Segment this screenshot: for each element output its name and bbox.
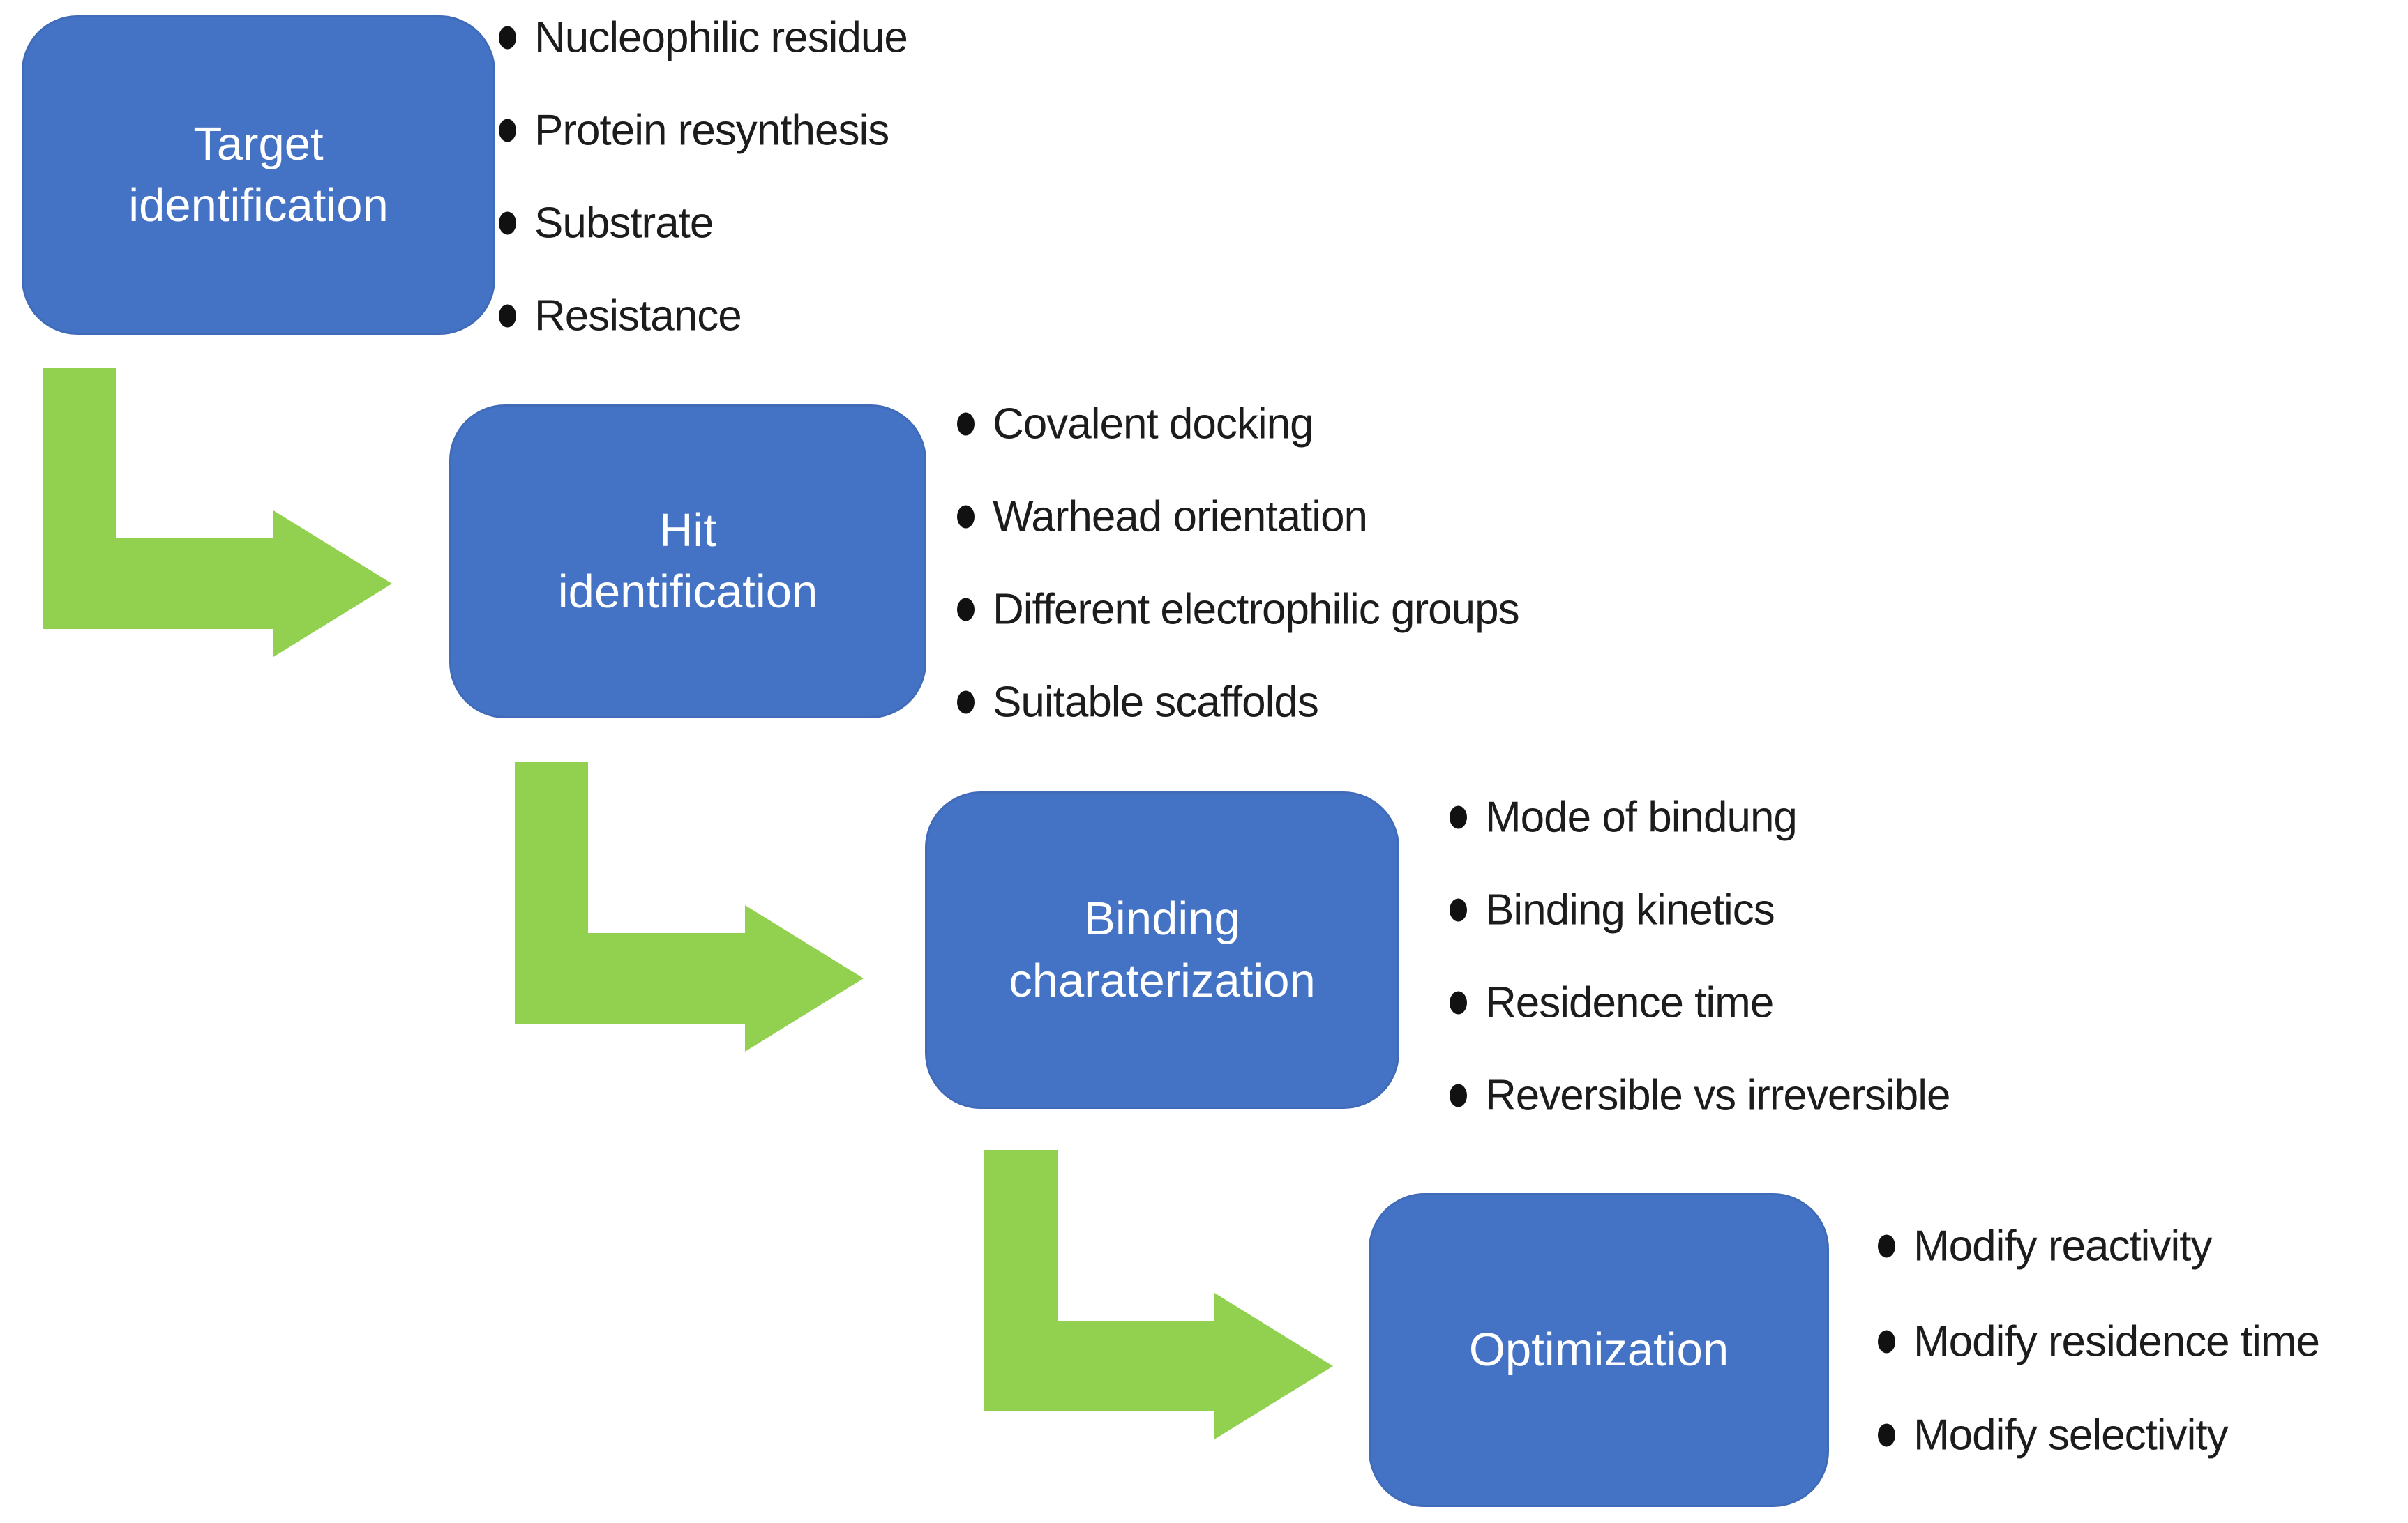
bullet-dot-icon: [1878, 1330, 1895, 1354]
bullet-dot-icon: [957, 412, 975, 436]
bullet-text: Nucleophilic residue: [534, 13, 908, 62]
bullet-dot-icon: [1878, 1234, 1895, 1258]
bullet-item: Substrate: [499, 199, 714, 248]
bullet-text: Modify residence time: [1913, 1317, 2320, 1366]
bullet-text: Modify selectivity: [1913, 1411, 2229, 1460]
step-box-hit-identification: Hit identification: [449, 404, 926, 718]
bullet-dot-icon: [499, 26, 516, 50]
bullet-text: Protein resynthesis: [534, 106, 889, 155]
step-label-target-identification: Target identification: [128, 114, 388, 237]
bullet-dot-icon: [499, 119, 516, 142]
step-label-line: charaterization: [1009, 954, 1316, 1007]
step-label-line: Target: [193, 117, 324, 170]
bullet-dot-icon: [1450, 898, 1467, 922]
elbow-arrow-icon: [43, 368, 392, 657]
bullet-item: Binding kinetics: [1450, 886, 1775, 935]
step-label-line: identification: [128, 179, 389, 232]
bullet-text: Covalent docking: [993, 400, 1314, 448]
bullet-text: Substrate: [534, 199, 714, 248]
bullet-item: Mode of bindung: [1450, 793, 1798, 842]
bullet-item: Nucleophilic residue: [499, 13, 908, 63]
bullet-dot-icon: [957, 598, 975, 621]
bullet-dot-icon: [957, 690, 975, 714]
bullet-item: Modify residence time: [1878, 1317, 2320, 1367]
bullet-text: Warhead orientation: [993, 492, 1368, 541]
step-label-line: Hit: [659, 503, 716, 556]
bullet-dot-icon: [1878, 1423, 1895, 1447]
bullet-dot-icon: [1450, 1084, 1467, 1107]
bullet-dot-icon: [1450, 991, 1467, 1015]
bullet-item: Modify selectivity: [1878, 1411, 2229, 1460]
bullet-dot-icon: [499, 304, 516, 328]
step-label-hit-identification: Hit identification: [558, 500, 818, 623]
bullet-item: Reversible vs irreversible: [1450, 1071, 1951, 1121]
step-label-optimization: Optimization: [1469, 1319, 1729, 1381]
step-label-line: Optimization: [1468, 1323, 1729, 1376]
step-box-optimization: Optimization: [1369, 1193, 1829, 1507]
step-box-binding-charaterization: Binding charaterization: [925, 791, 1399, 1109]
bullet-dot-icon: [1450, 805, 1467, 829]
bullet-item: Resistance: [499, 291, 742, 341]
bullet-text: Suitable scaffolds: [993, 678, 1319, 727]
bullet-text: Resistance: [534, 291, 742, 340]
elbow-arrow-icon: [515, 762, 864, 1052]
bullet-dot-icon: [499, 211, 516, 235]
bullet-item: Covalent docking: [957, 400, 1314, 449]
bullet-dot-icon: [957, 505, 975, 529]
bullet-text: Reversible vs irreversible: [1485, 1071, 1951, 1120]
step-label-line: Binding: [1084, 893, 1240, 946]
step-label-line: identification: [557, 566, 818, 618]
bullet-item: Suitable scaffolds: [957, 678, 1319, 727]
bullet-item: Modify reactivity: [1878, 1222, 2212, 1271]
elbow-arrow-icon: [984, 1150, 1333, 1439]
bullet-item: Different electrophilic groups: [957, 585, 1520, 635]
bullet-text: Residence time: [1485, 978, 1774, 1027]
bullet-text: Different electrophilic groups: [993, 585, 1520, 634]
bullet-text: Modify reactivity: [1913, 1222, 2212, 1271]
step-box-target-identification: Target identification: [22, 15, 495, 335]
bullet-item: Residence time: [1450, 978, 1774, 1028]
bullet-item: Protein resynthesis: [499, 106, 889, 156]
bullet-text: Mode of bindung: [1485, 793, 1798, 842]
bullet-item: Warhead orientation: [957, 492, 1368, 542]
bullet-text: Binding kinetics: [1485, 886, 1775, 934]
step-label-binding-charaterization: Binding charaterization: [1009, 888, 1315, 1012]
